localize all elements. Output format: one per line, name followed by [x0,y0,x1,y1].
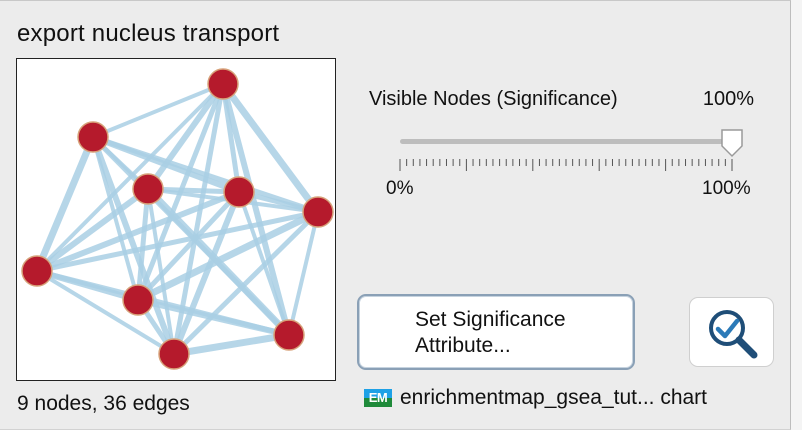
network-thumbnail[interactable] [16,58,336,381]
network-edge [92,134,319,215]
network-edge [136,208,320,304]
network-node [132,173,164,205]
data-source: EM enrichmentmap_gsea_tut... chart [364,386,707,410]
network-node [207,68,239,100]
network-edge [136,190,241,302]
network-node [223,176,255,208]
enrichmentmap-icon: EM [364,389,392,407]
network-node [273,319,305,351]
set-significance-attribute-button[interactable]: Set Significance Attribute... [357,294,635,370]
network-edge [172,210,320,356]
network-graph [21,68,334,370]
slider-value: 100% [702,88,754,110]
network-edge [287,211,320,336]
node-edge-count: 9 nodes, 36 edges [17,392,190,415]
slider-min-label: 0% [386,178,414,199]
slider-label: Visible Nodes (Significance) [369,88,618,110]
panel-edge [791,0,802,430]
network-edge [33,135,97,273]
network-edge [145,82,226,191]
network-node [77,121,109,153]
network-edge [220,83,292,336]
slider-track[interactable] [400,139,732,144]
magnifier-check-icon [709,310,758,359]
network-edge [92,82,224,139]
network-edge [35,186,150,274]
network-edge [35,269,176,356]
search-button[interactable] [689,297,774,367]
slider-thumb[interactable] [720,128,744,158]
network-edge [220,81,321,215]
slider-ticks [399,159,733,171]
slider-max-label: 100% [702,178,751,199]
network-edge [36,209,319,274]
significance-slider[interactable] [398,121,748,181]
network-edge [135,188,151,301]
network-edge [146,188,176,355]
network-edge [35,189,241,274]
network-edge [90,135,177,356]
network-node [158,338,190,370]
network-node [21,255,53,287]
network-node [122,284,154,316]
network-edge [173,331,290,358]
network-edge [171,190,242,356]
set-significance-attribute-label: Set Significance Attribute... [415,308,566,357]
network-edge [137,297,290,338]
network-node [302,196,334,228]
data-source-label: enrichmentmap_gsea_tut... chart [400,386,708,409]
panel-title: export nucleus transport [17,20,280,47]
